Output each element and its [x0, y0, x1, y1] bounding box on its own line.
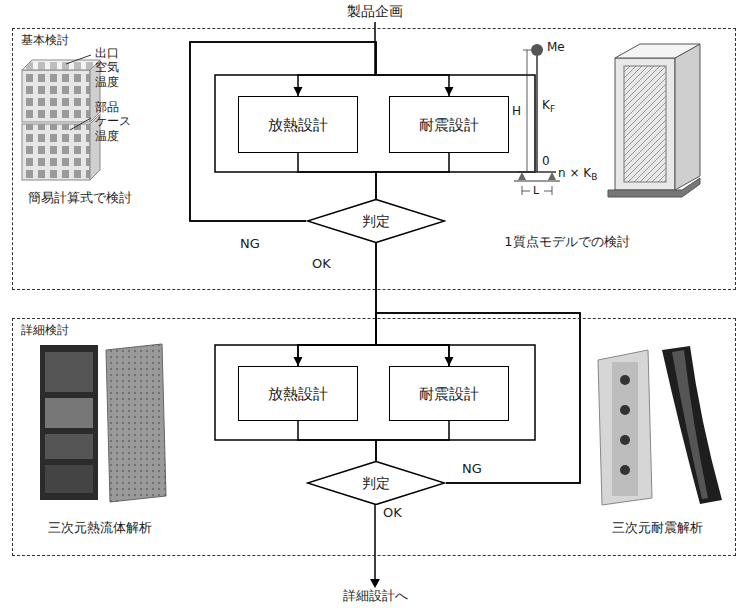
- connector-line: [298, 243, 376, 366]
- symbol-label: Me: [547, 40, 565, 54]
- connector-line: [376, 421, 449, 461]
- subscript-label: B: [591, 172, 597, 183]
- caption-label: 三次元耐震解析: [612, 520, 703, 536]
- caption-label: 簡易計算式で検討: [28, 190, 132, 206]
- connector-line: [298, 421, 376, 461]
- branch-label: OK: [383, 505, 402, 521]
- process-box: 耐震設計: [389, 96, 509, 153]
- branch-label: NG: [240, 236, 260, 252]
- callout-label: 出口 空気 温度: [95, 46, 136, 89]
- flow-connector: [298, 421, 376, 461]
- one-mass-model: [514, 44, 560, 195]
- decision-diamond: 判定: [306, 199, 446, 243]
- decision-diamond: 判定: [306, 461, 446, 505]
- symbol-label: H: [512, 104, 521, 118]
- flow-connector: [190, 42, 376, 221]
- group-title: 詳細検討: [21, 323, 69, 337]
- node-text: 放熱設計: [268, 116, 328, 134]
- arrowhead: [294, 357, 303, 366]
- flow-connector: [376, 313, 580, 483]
- start-label: 製品企画: [347, 3, 403, 20]
- arrowhead: [294, 87, 303, 96]
- parallel-frame: [215, 75, 535, 172]
- connector-line: [298, 153, 376, 199]
- process-box: 耐震設計: [389, 366, 509, 421]
- subscript-label: F: [550, 104, 555, 115]
- connector-line: [376, 153, 449, 199]
- flow-connector: [298, 153, 376, 199]
- process-box: 放熱設計: [238, 366, 358, 421]
- node-text: 放熱設計: [268, 385, 328, 403]
- flow-connector: [376, 243, 449, 366]
- node-text: 判定: [362, 475, 390, 492]
- symbol-label: K: [542, 98, 550, 112]
- flow-connector: [376, 153, 449, 199]
- connector-line: [190, 42, 376, 221]
- symbol-label: n × K: [558, 166, 591, 180]
- process-box: 放熱設計: [238, 96, 358, 153]
- arrowhead: [445, 87, 454, 96]
- group-title: 基本検討: [21, 33, 69, 47]
- flow-connector: [298, 243, 376, 366]
- dimension-label: L: [533, 184, 539, 197]
- connector-line: [376, 313, 580, 483]
- stage-group: 基本検討放熱設計 耐震設計判定: [12, 28, 736, 290]
- parallel-frame: [215, 345, 535, 440]
- arrowhead: [445, 357, 454, 366]
- end-line: [374, 504, 376, 580]
- branch-label: OK: [312, 256, 331, 272]
- thermal-module-art: [22, 55, 100, 180]
- connector-line: [376, 243, 449, 366]
- node-text: 耐震設計: [419, 116, 479, 134]
- symbol-label: 0: [542, 154, 550, 168]
- caption-label: 三次元熱流体解析: [48, 520, 152, 536]
- callout-label: 部品 ケース 温度: [95, 100, 136, 143]
- end-label: 詳細設計へ: [343, 588, 408, 604]
- end-arrowhead: [370, 579, 380, 588]
- flow-connector: [376, 421, 449, 461]
- cabinet-art: [608, 44, 700, 197]
- thermal-cfd-art: [40, 344, 166, 502]
- seismic-fem-art: [598, 346, 722, 505]
- node-text: 判定: [362, 213, 390, 230]
- branch-label: NG: [462, 461, 482, 477]
- node-text: 耐震設計: [419, 385, 479, 403]
- caption-label: 1質点モデルでの検討: [504, 234, 629, 250]
